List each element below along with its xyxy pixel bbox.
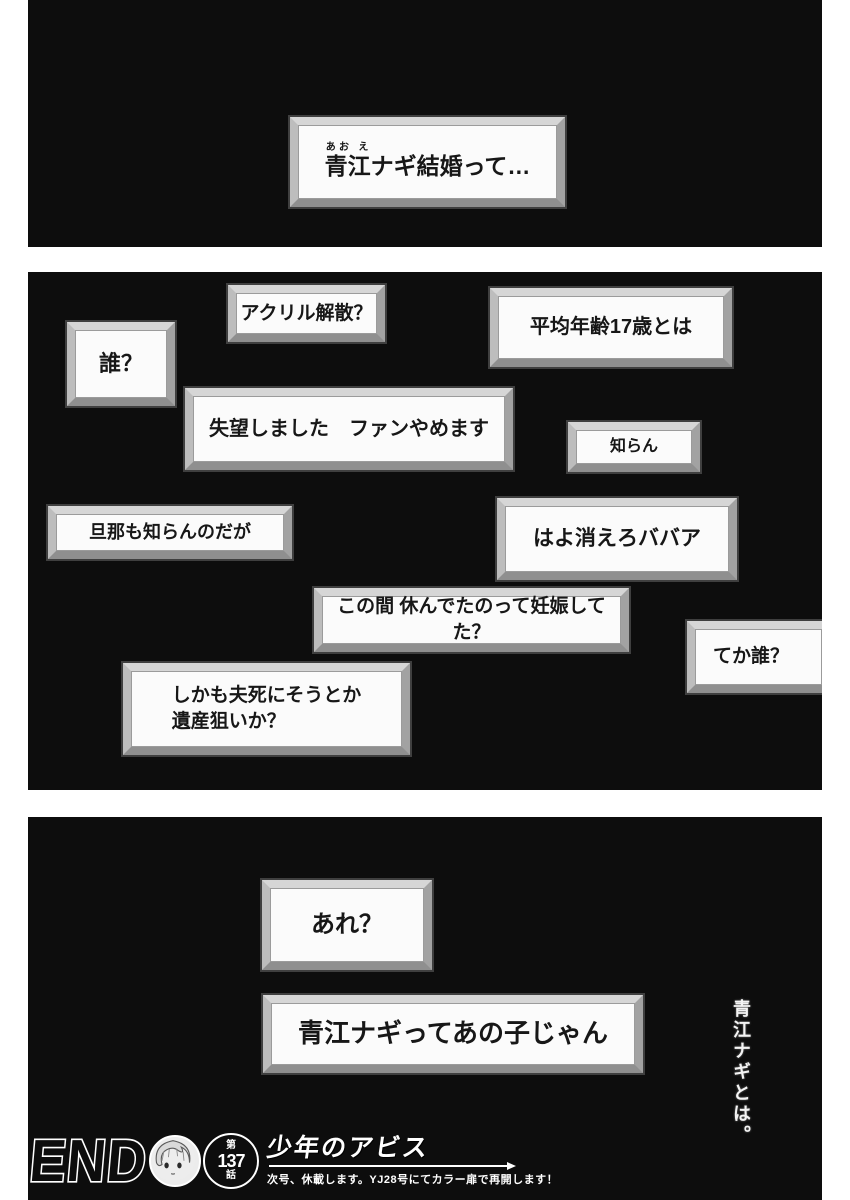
hiatus-announcement: 次号、休載します。YJ28号にてカラー扉で再開します！ bbox=[267, 1174, 559, 1187]
comment-text: 知らん bbox=[609, 438, 658, 456]
series-title: 少年のアビス bbox=[265, 1133, 432, 1162]
comment-text: 旦那も知らんのだが bbox=[89, 522, 251, 543]
comment-box-marriage: 青江あお えナギ結婚って… bbox=[290, 117, 565, 207]
comment-text: しかも夫死にそうとか 遺産狙いか？ bbox=[171, 685, 362, 732]
comment-text: 青江ナギってあの子じゃん bbox=[298, 1018, 608, 1049]
comment-box-disappointed: 失望しました ファンやめます bbox=[185, 388, 513, 470]
character-portrait bbox=[149, 1135, 202, 1187]
comment-text: この間 休んでたのって妊娠してた？ bbox=[337, 596, 606, 643]
comment-box-huh: あれ？ bbox=[262, 880, 432, 970]
furigana: あお え bbox=[324, 141, 371, 153]
comment-box-that-girl: 青江ナギってあの子じゃん bbox=[263, 995, 643, 1073]
comment-text: 誰？ bbox=[98, 351, 143, 377]
chapter-prefix: 第 bbox=[226, 1140, 237, 1151]
chapter-number: 137 bbox=[217, 1151, 245, 1171]
comment-text: 青江あお えナギ結婚って… bbox=[324, 141, 531, 179]
panel-middle: アクリル解散？ 平均年齢17歳とは 誰？ 失望しました ファンやめます 知らん … bbox=[28, 272, 822, 790]
character-face-icon bbox=[151, 1137, 196, 1181]
comment-text: 平均年齢17歳とは bbox=[529, 316, 693, 338]
end-bar: END 第 137 話 少年のアビス 次号、休載します。YJ28 bbox=[28, 1126, 559, 1195]
comment-box-who: 誰？ bbox=[67, 322, 175, 406]
comment-box-acrylic-disband: アクリル解散？ bbox=[228, 285, 385, 342]
comment-text: あれ？ bbox=[311, 910, 383, 938]
comment-box-inheritance: しかも夫死にそうとか 遺産狙いか？ bbox=[123, 663, 410, 755]
end-logo: END bbox=[28, 1126, 151, 1195]
comment-text: 失望しました ファンやめます bbox=[209, 417, 489, 440]
title-underline bbox=[269, 1162, 517, 1171]
vertical-caption: 青江ナギとは。 bbox=[731, 999, 751, 1146]
name-with-furigana: 青江あお え bbox=[324, 141, 371, 179]
panel-top: 青江あお えナギ結婚って… bbox=[28, 0, 822, 247]
chapter-badge: 第 137 話 bbox=[203, 1133, 260, 1189]
comment-box-pregnant: この間 休んでたのって妊娠してた？ bbox=[314, 588, 629, 652]
comment-box-teka-dare: てか誰？ bbox=[687, 621, 822, 693]
comment-text: はよ消えろババア bbox=[533, 526, 701, 550]
comment-box-dunno: 知らん bbox=[568, 422, 700, 472]
panel-bottom: あれ？ 青江ナギってあの子じゃん 青江ナギとは。 END 第 137 bbox=[28, 817, 822, 1200]
chapter-suffix: 話 bbox=[226, 1170, 237, 1181]
comment-box-average-age: 平均年齢17歳とは bbox=[490, 288, 732, 367]
comment-text: てか誰？ bbox=[713, 646, 790, 668]
comment-box-hag: はよ消えろババア bbox=[497, 498, 737, 580]
title-block: 少年のアビス 次号、休載します。YJ28号にてカラー扉で再開します！ bbox=[265, 1133, 559, 1188]
comment-text: アクリル解散？ bbox=[240, 302, 373, 324]
comment-box-husband: 旦那も知らんのだが bbox=[48, 506, 292, 559]
